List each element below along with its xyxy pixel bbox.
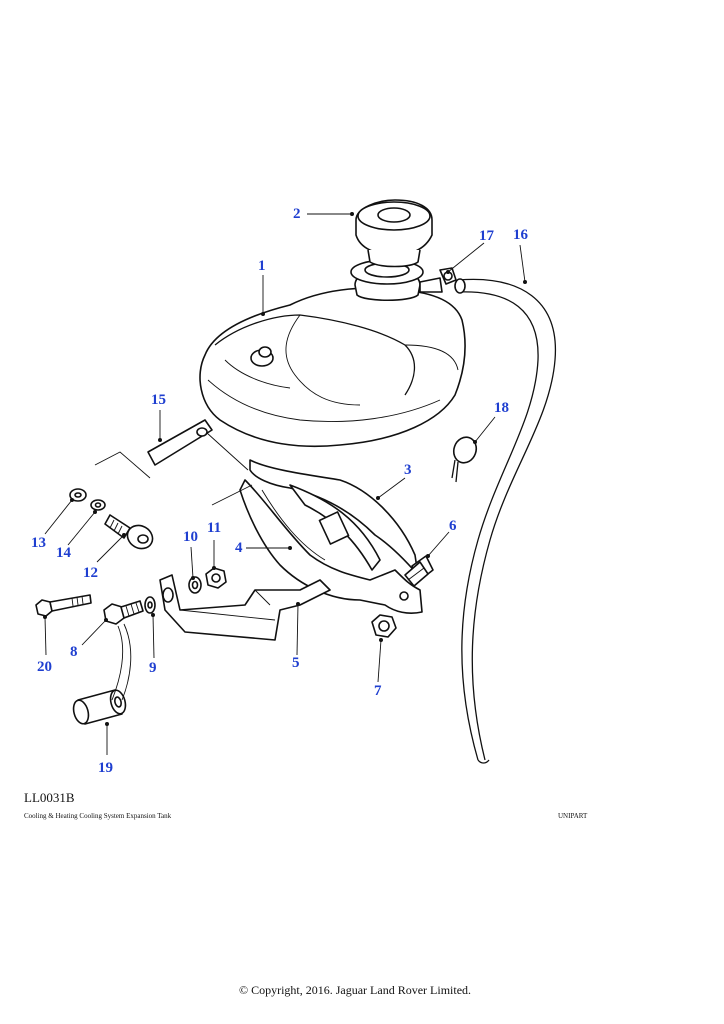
callout-9[interactable]: 9 (149, 660, 157, 676)
callout-15[interactable]: 15 (151, 392, 166, 408)
callout-18[interactable]: 18 (494, 400, 509, 416)
callout-20[interactable]: 20 (37, 659, 52, 675)
washer-9 (144, 596, 156, 614)
callout-3[interactable]: 3 (404, 462, 412, 478)
callout-4[interactable]: 4 (235, 540, 243, 556)
callout-7[interactable]: 7 (374, 683, 382, 699)
leader-lines (43, 212, 527, 755)
callout-16[interactable]: 16 (513, 227, 528, 243)
bolt-20 (35, 594, 92, 617)
lower-bracket (159, 574, 331, 641)
brand-label: UNIPART (558, 812, 588, 820)
callout-13[interactable]: 13 (31, 535, 46, 551)
callout-1[interactable]: 1 (258, 258, 266, 274)
diagram-caption: Cooling & Heating Cooling System Expansi… (24, 812, 172, 820)
coolant-hose (454, 278, 557, 764)
bolt-8 (103, 600, 144, 625)
copyright-notice: © Copyright, 2016. Jaguar Land Rover Lim… (238, 983, 472, 997)
washer-13 (69, 488, 87, 502)
callout-11[interactable]: 11 (207, 520, 222, 536)
callout-19[interactable]: 19 (98, 760, 113, 776)
diagram-code: LL0031B (24, 790, 75, 805)
callout-14[interactable]: 14 (56, 545, 71, 561)
expansion-tank (199, 259, 466, 448)
callout-10[interactable]: 10 (183, 529, 198, 545)
spring-washer-10 (188, 576, 202, 594)
mounting-plate (94, 419, 253, 506)
nut-7 (371, 614, 397, 638)
callout-8[interactable]: 8 (70, 644, 78, 660)
spacer (72, 689, 127, 725)
strap-clip (451, 436, 478, 483)
filler-cap (355, 199, 433, 268)
callout-2[interactable]: 2 (293, 206, 301, 222)
hose-clip (439, 267, 457, 285)
callout-5[interactable]: 5 (292, 655, 300, 671)
mounting-strap (249, 459, 419, 576)
nut-11 (205, 567, 227, 589)
callout-12[interactable]: 12 (83, 565, 98, 581)
spring-washer-14 (90, 499, 106, 511)
mounting-bracket (239, 479, 423, 614)
bolt-12 (104, 514, 154, 550)
callout-17[interactable]: 17 (479, 228, 494, 244)
callout-6[interactable]: 6 (449, 518, 457, 534)
bolt-6 (404, 555, 434, 587)
